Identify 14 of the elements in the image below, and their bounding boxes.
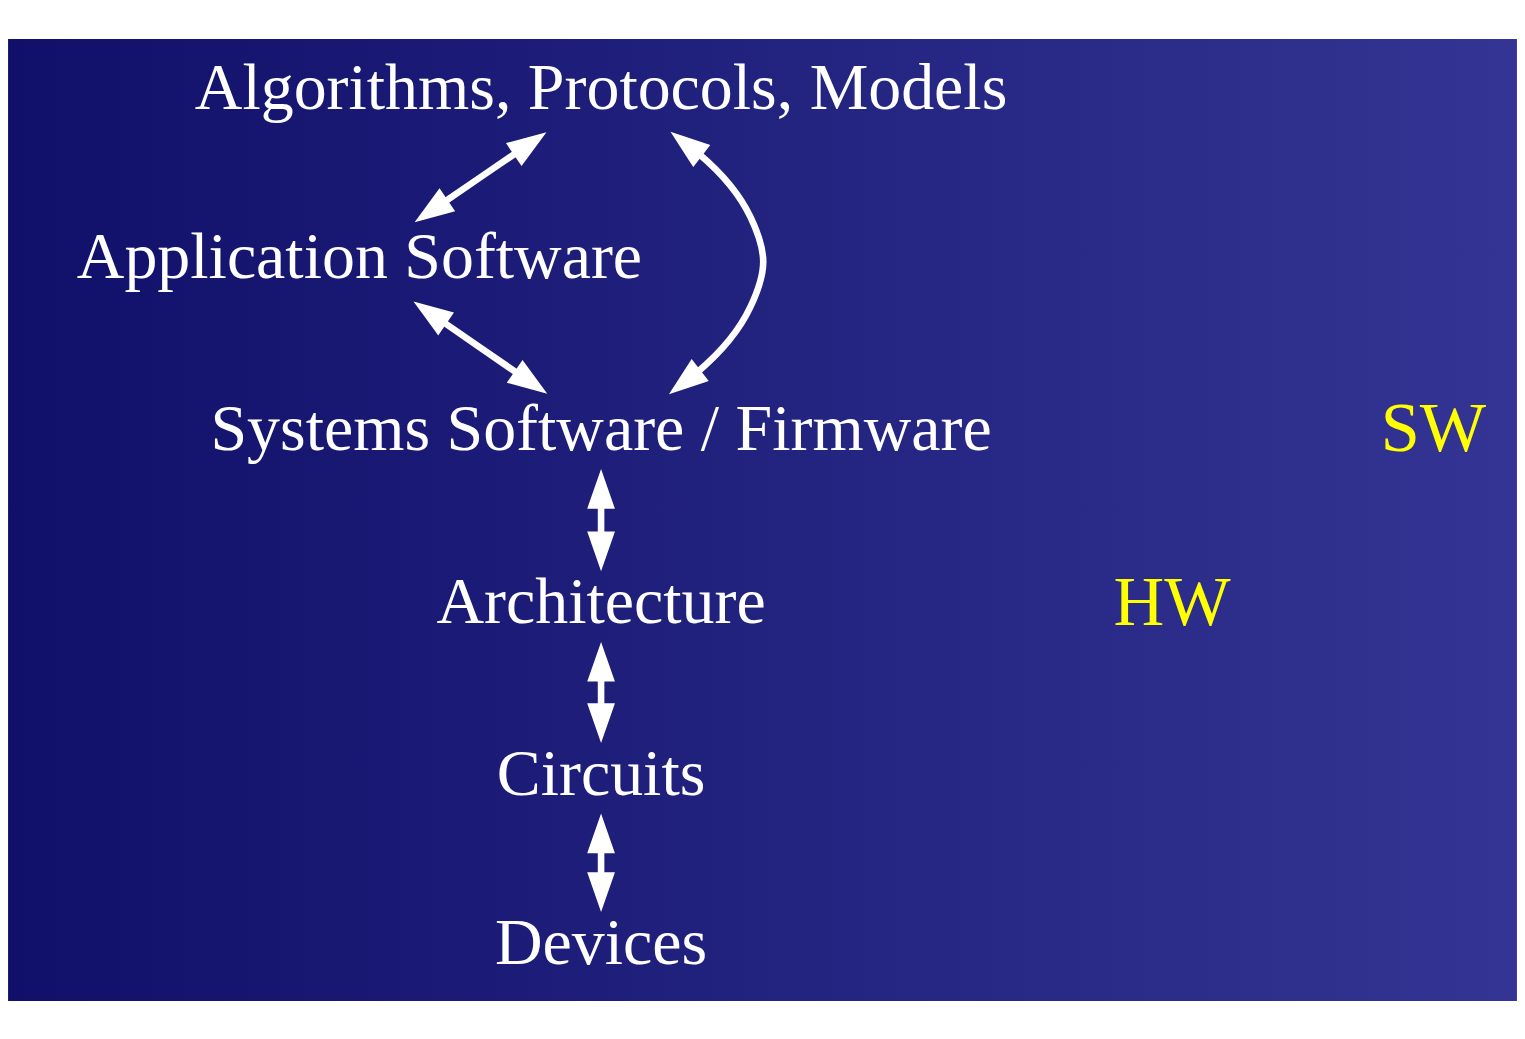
arrow: [587, 468, 615, 571]
arrow: [668, 131, 767, 394]
arrow: [587, 813, 615, 912]
node-text: Systems Software / Firmware: [210, 390, 992, 464]
node-text: Algorithms, Protocols, Models: [194, 49, 1008, 123]
label: HW: [1113, 561, 1231, 640]
arrow: [414, 131, 547, 222]
label: SW: [1380, 387, 1487, 466]
node-text: Architecture: [436, 563, 766, 637]
arrow: [413, 300, 548, 394]
node-text: Application Software: [76, 218, 643, 292]
node-text: Circuits: [496, 735, 706, 809]
arrow: [587, 641, 615, 743]
node-text: Devices: [494, 904, 708, 978]
